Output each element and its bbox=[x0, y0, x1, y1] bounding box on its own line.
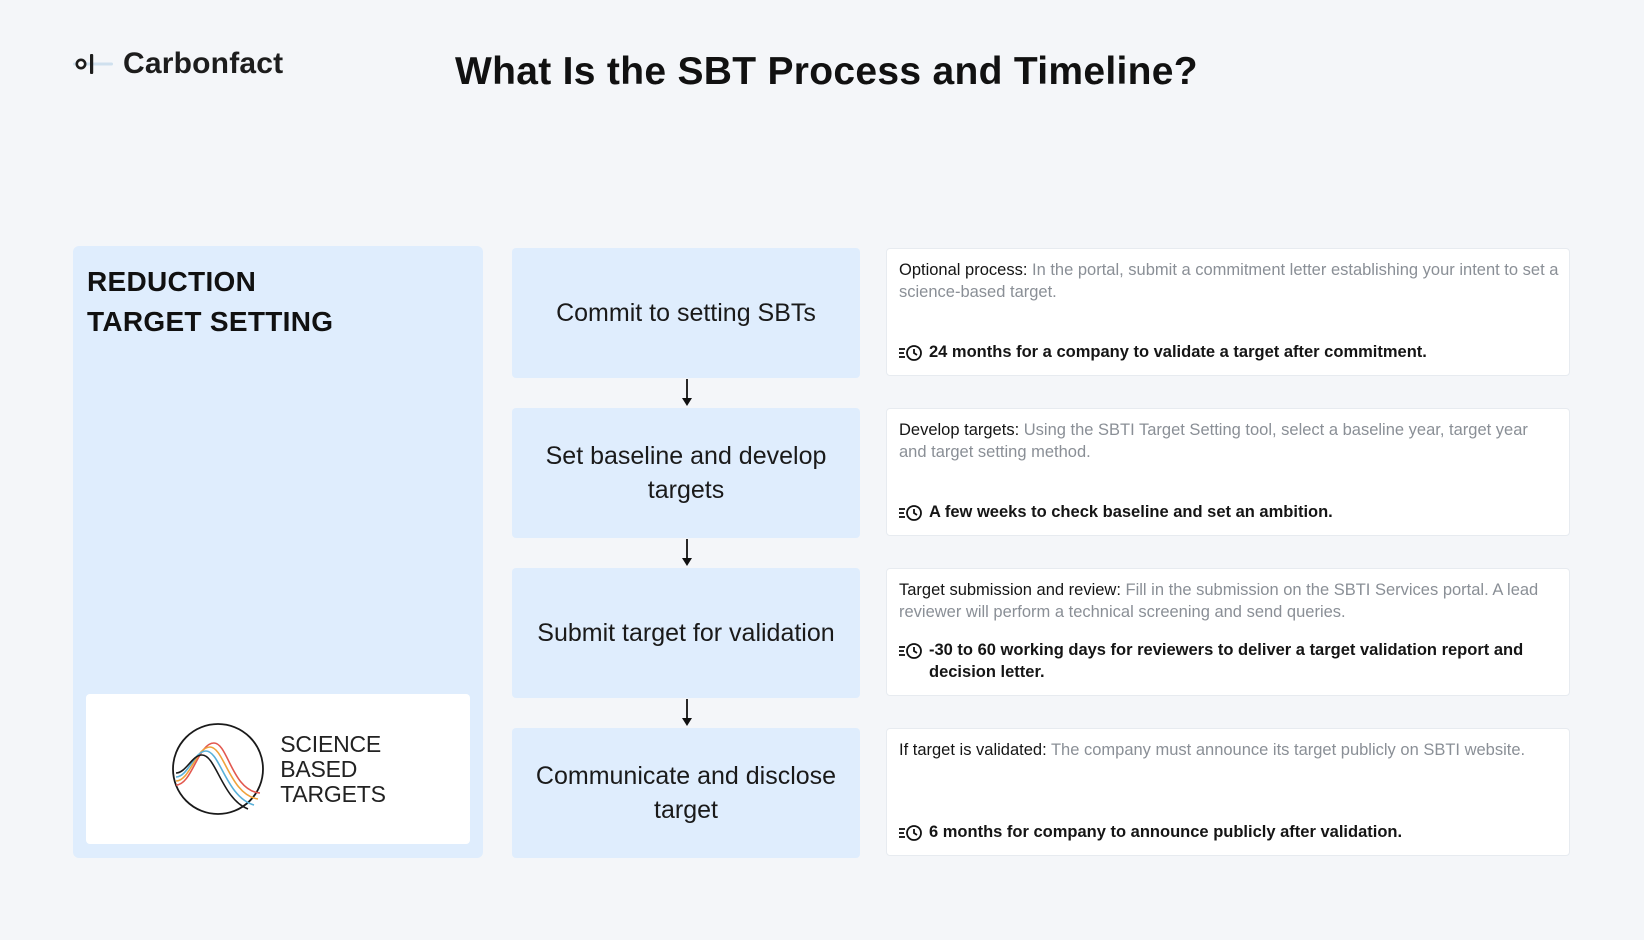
detail-lead: Optional process: bbox=[899, 261, 1028, 279]
detail-text: Fill in the submission on the SBTI Servi… bbox=[899, 581, 1539, 621]
sbt-logo-line2: BASED bbox=[280, 755, 358, 782]
sbt-logo-text: SCIENCE BASED TARGETS bbox=[280, 730, 386, 807]
step-box-communicate: Communicate and disclose target bbox=[512, 728, 860, 858]
clock-history-icon bbox=[899, 643, 922, 659]
brand-name: Carbonfact bbox=[123, 47, 284, 80]
step-box-baseline: Set baseline and develop targets bbox=[512, 408, 860, 538]
clock-history-icon bbox=[899, 825, 922, 841]
sbt-logo-line3: TARGETS bbox=[280, 780, 386, 807]
detail-text: In the portal, submit a commitment lette… bbox=[899, 261, 1559, 301]
detail-card-communicate: If target is validated: The company must… bbox=[886, 728, 1570, 856]
detail-description: Target submission and review: Fill in th… bbox=[899, 579, 1559, 623]
detail-description: Optional process: In the portal, submit … bbox=[899, 259, 1559, 303]
sbt-logo-line1: SCIENCE bbox=[280, 730, 382, 757]
step-box-commit: Commit to setting SBTs bbox=[512, 248, 860, 378]
arrow-down-icon bbox=[682, 699, 692, 726]
clock-history-icon bbox=[899, 505, 922, 521]
timeline-text: 24 months for a company to validate a ta… bbox=[929, 343, 1427, 361]
detail-timeline: A few weeks to check baseline and set an… bbox=[899, 501, 1559, 523]
detail-timeline: 6 months for company to announce publicl… bbox=[899, 821, 1559, 843]
detail-text: Using the SBTI Target Setting tool, sele… bbox=[899, 421, 1528, 461]
stage-title: REDUCTION TARGET SETTING bbox=[87, 262, 467, 342]
detail-timeline: -30 to 60 working days for reviewers to … bbox=[899, 639, 1559, 683]
detail-timeline: 24 months for a company to validate a ta… bbox=[899, 341, 1559, 363]
arrow-down-icon bbox=[682, 379, 692, 406]
science-based-targets-logo bbox=[172, 723, 265, 815]
carbonfact-logo-icon bbox=[73, 54, 113, 74]
step-box-submit: Submit target for validation bbox=[512, 568, 860, 698]
timeline-text: -30 to 60 working days for reviewers to … bbox=[929, 641, 1524, 681]
arrow-down-icon bbox=[682, 539, 692, 566]
sbt-logo-card: SCIENCE BASED TARGETS bbox=[86, 694, 470, 844]
detail-text: The company must announce its target pub… bbox=[1046, 741, 1526, 759]
detail-card-baseline: Develop targets: Using the SBTI Target S… bbox=[886, 408, 1570, 536]
clock-history-icon bbox=[899, 345, 922, 361]
detail-lead: If target is validated: bbox=[899, 741, 1047, 759]
page-title: What Is the SBT Process and Timeline? bbox=[455, 50, 1198, 93]
detail-description: Develop targets: Using the SBTI Target S… bbox=[899, 419, 1559, 463]
detail-card-commit: Optional process: In the portal, submit … bbox=[886, 248, 1570, 376]
stage-panel: REDUCTION TARGET SETTING SCIENCE BASED T… bbox=[73, 246, 483, 858]
stage-title-line1: REDUCTION bbox=[87, 266, 257, 297]
detail-lead: Develop targets: bbox=[899, 421, 1020, 439]
detail-card-submit: Target submission and review: Fill in th… bbox=[886, 568, 1570, 696]
stage-title-line2: TARGET SETTING bbox=[87, 306, 334, 337]
detail-lead: Target submission and review: bbox=[899, 581, 1121, 599]
brand: Carbonfact bbox=[73, 44, 283, 84]
timeline-text: 6 months for company to announce publicl… bbox=[929, 823, 1403, 841]
timeline-text: A few weeks to check baseline and set an… bbox=[929, 503, 1333, 521]
detail-description: If target is validated: The company must… bbox=[899, 739, 1559, 761]
